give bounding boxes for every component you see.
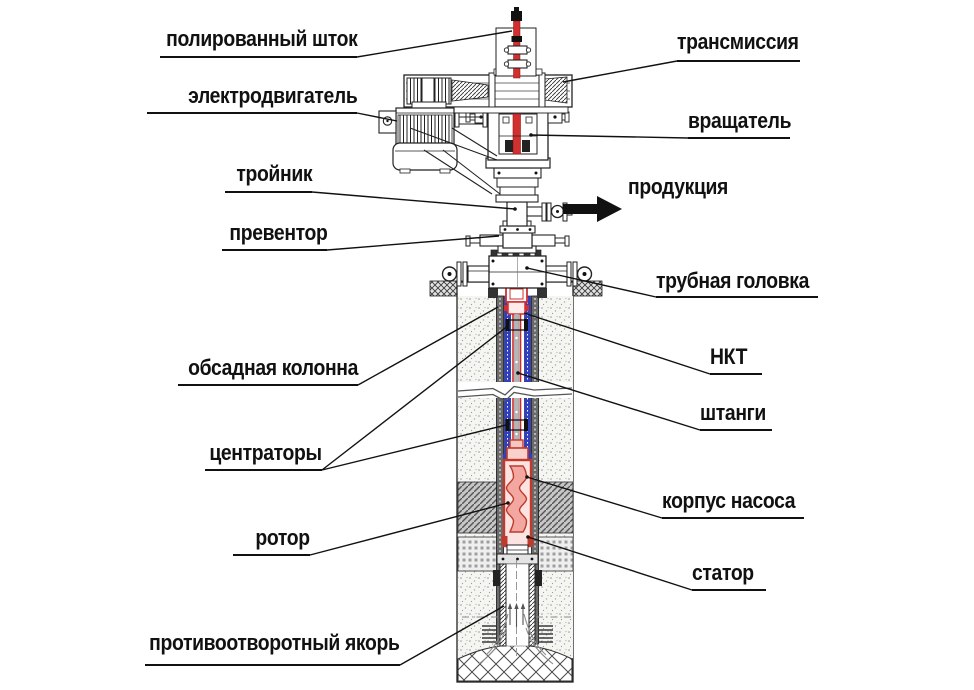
ground-left bbox=[458, 296, 497, 658]
inflow-streamlines bbox=[462, 613, 571, 665]
section-break bbox=[457, 382, 573, 402]
label-motor: электродвигатель bbox=[187, 83, 358, 108]
pump bbox=[501, 447, 534, 556]
leader-lines bbox=[309, 30, 711, 666]
label-preventer: превентор bbox=[228, 220, 327, 245]
rotator bbox=[465, 105, 570, 169]
label-anchor: противоотворотный якорь bbox=[149, 630, 401, 655]
rotor-helix bbox=[505, 465, 528, 533]
label-polished-rod: полированный шток bbox=[165, 26, 358, 51]
rod-string bbox=[504, 285, 529, 451]
label-production: продукция bbox=[628, 174, 729, 199]
label-rotor: ротор bbox=[255, 525, 311, 550]
surface-drive bbox=[378, 7, 573, 195]
label-rotator: вращатель bbox=[688, 108, 792, 133]
production-arrow-icon bbox=[563, 196, 622, 222]
inflow-arrows bbox=[507, 603, 526, 627]
preventer bbox=[465, 225, 570, 254]
label-transmission: трансмиссия bbox=[677, 29, 799, 54]
label-centralizers: центраторы bbox=[209, 440, 323, 465]
formation-grid-left bbox=[457, 536, 498, 572]
label-underlines bbox=[145, 56, 818, 666]
label-stator: статор bbox=[692, 560, 754, 585]
label-rods: штанги bbox=[700, 400, 766, 425]
formation-hatch-right bbox=[537, 481, 574, 534]
label-pump-body: корпус насоса bbox=[662, 488, 796, 513]
wellhead bbox=[441, 167, 593, 289]
flange-stack bbox=[493, 167, 542, 196]
label-nkt: НКТ bbox=[710, 344, 748, 369]
tubing-head bbox=[441, 249, 593, 289]
leader-endpoint-dots bbox=[506, 133, 533, 539]
anchor bbox=[462, 553, 571, 665]
polished-rod bbox=[495, 7, 537, 79]
label-tee: тройник bbox=[236, 161, 312, 186]
label-tubing-head: трубная головка bbox=[656, 268, 810, 293]
label-casing: обсадная колонна bbox=[188, 355, 358, 380]
perforations bbox=[482, 625, 553, 643]
motor-mount bbox=[409, 112, 501, 195]
electric-motor bbox=[378, 101, 458, 174]
ground-right bbox=[538, 296, 573, 658]
